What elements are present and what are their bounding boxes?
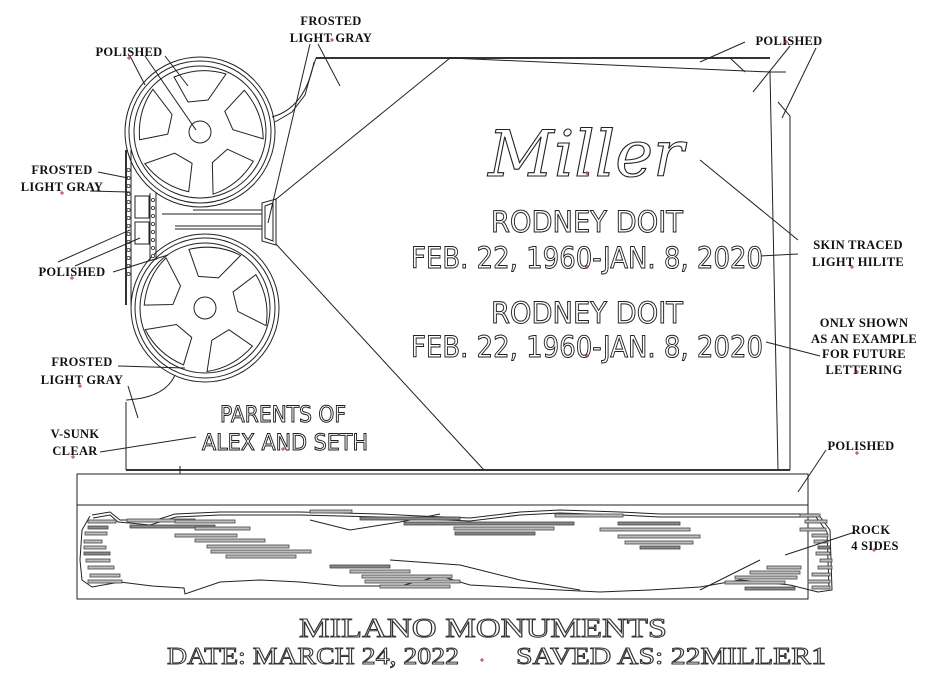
- label-rock-2: 4 SIDES: [851, 539, 899, 553]
- label-vsunk-2: CLEAR: [52, 444, 98, 458]
- label-only-shown-1: ONLY SHOWN: [820, 316, 909, 330]
- label-skin-traced-2: LIGHT HILITE: [812, 255, 904, 269]
- drawing-date: DATE: MARCH 24, 2022: [167, 644, 459, 670]
- projector-lens: [162, 198, 277, 246]
- inscription-line2: ALEX AND SETH: [202, 431, 368, 456]
- label-frosted-top-2: LIGHT GRAY: [290, 31, 373, 45]
- person2-name: RODNEY DOIT: [491, 296, 683, 330]
- rock-pitch-texture: [79, 509, 833, 595]
- label-frosted-left-1: FROSTED: [31, 163, 92, 177]
- company-name: MILANO MONUMENTS: [299, 613, 667, 643]
- annotation-labels: FROSTED LIGHT GRAY POLISHED POLISHED FRO…: [21, 14, 917, 553]
- label-polished-reel: POLISHED: [96, 45, 163, 59]
- film-reel-bottom: [130, 233, 280, 383]
- label-only-shown-3: FOR FUTURE: [822, 347, 906, 361]
- base: [76, 473, 809, 600]
- reference-marks: [60, 38, 876, 662]
- label-polished-base: POLISHED: [828, 439, 895, 453]
- label-frosted-bottom-2: LIGHT GRAY: [41, 373, 124, 387]
- person1-name: RODNEY DOIT: [491, 205, 683, 239]
- label-polished-top-right: POLISHED: [756, 34, 823, 48]
- label-rock-1: ROCK: [852, 523, 891, 537]
- label-skin-traced-1: SKIN TRACED: [813, 238, 903, 252]
- title-block: MILANO MONUMENTS DATE: MARCH 24, 2022 SA…: [167, 613, 827, 671]
- label-frosted-left-2: LIGHT GRAY: [21, 180, 104, 194]
- inscription-line1: PARENTS OF: [220, 403, 346, 428]
- label-polished-film: POLISHED: [39, 265, 106, 279]
- film-reel-top: [124, 56, 276, 208]
- label-vsunk-1: V-SUNK: [51, 427, 100, 441]
- leader-lines: [57, 41, 856, 556]
- person1-dates: FEB. 22, 1960-JAN. 8, 2020: [411, 241, 763, 275]
- family-name: Miller: [487, 118, 687, 192]
- person2-dates: FEB. 22, 1960-JAN. 8, 2020: [411, 330, 763, 364]
- tablet-outline: [125, 57, 791, 474]
- label-only-shown-2: AS AN EXAMPLE: [811, 332, 917, 346]
- film-strip: [125, 150, 157, 305]
- label-only-shown-4: LETTERING: [825, 363, 902, 377]
- label-frosted-bottom-1: FROSTED: [51, 355, 112, 369]
- label-frosted-top-1: FROSTED: [300, 14, 361, 28]
- saved-as: SAVED AS: 22MILLER1: [516, 644, 826, 670]
